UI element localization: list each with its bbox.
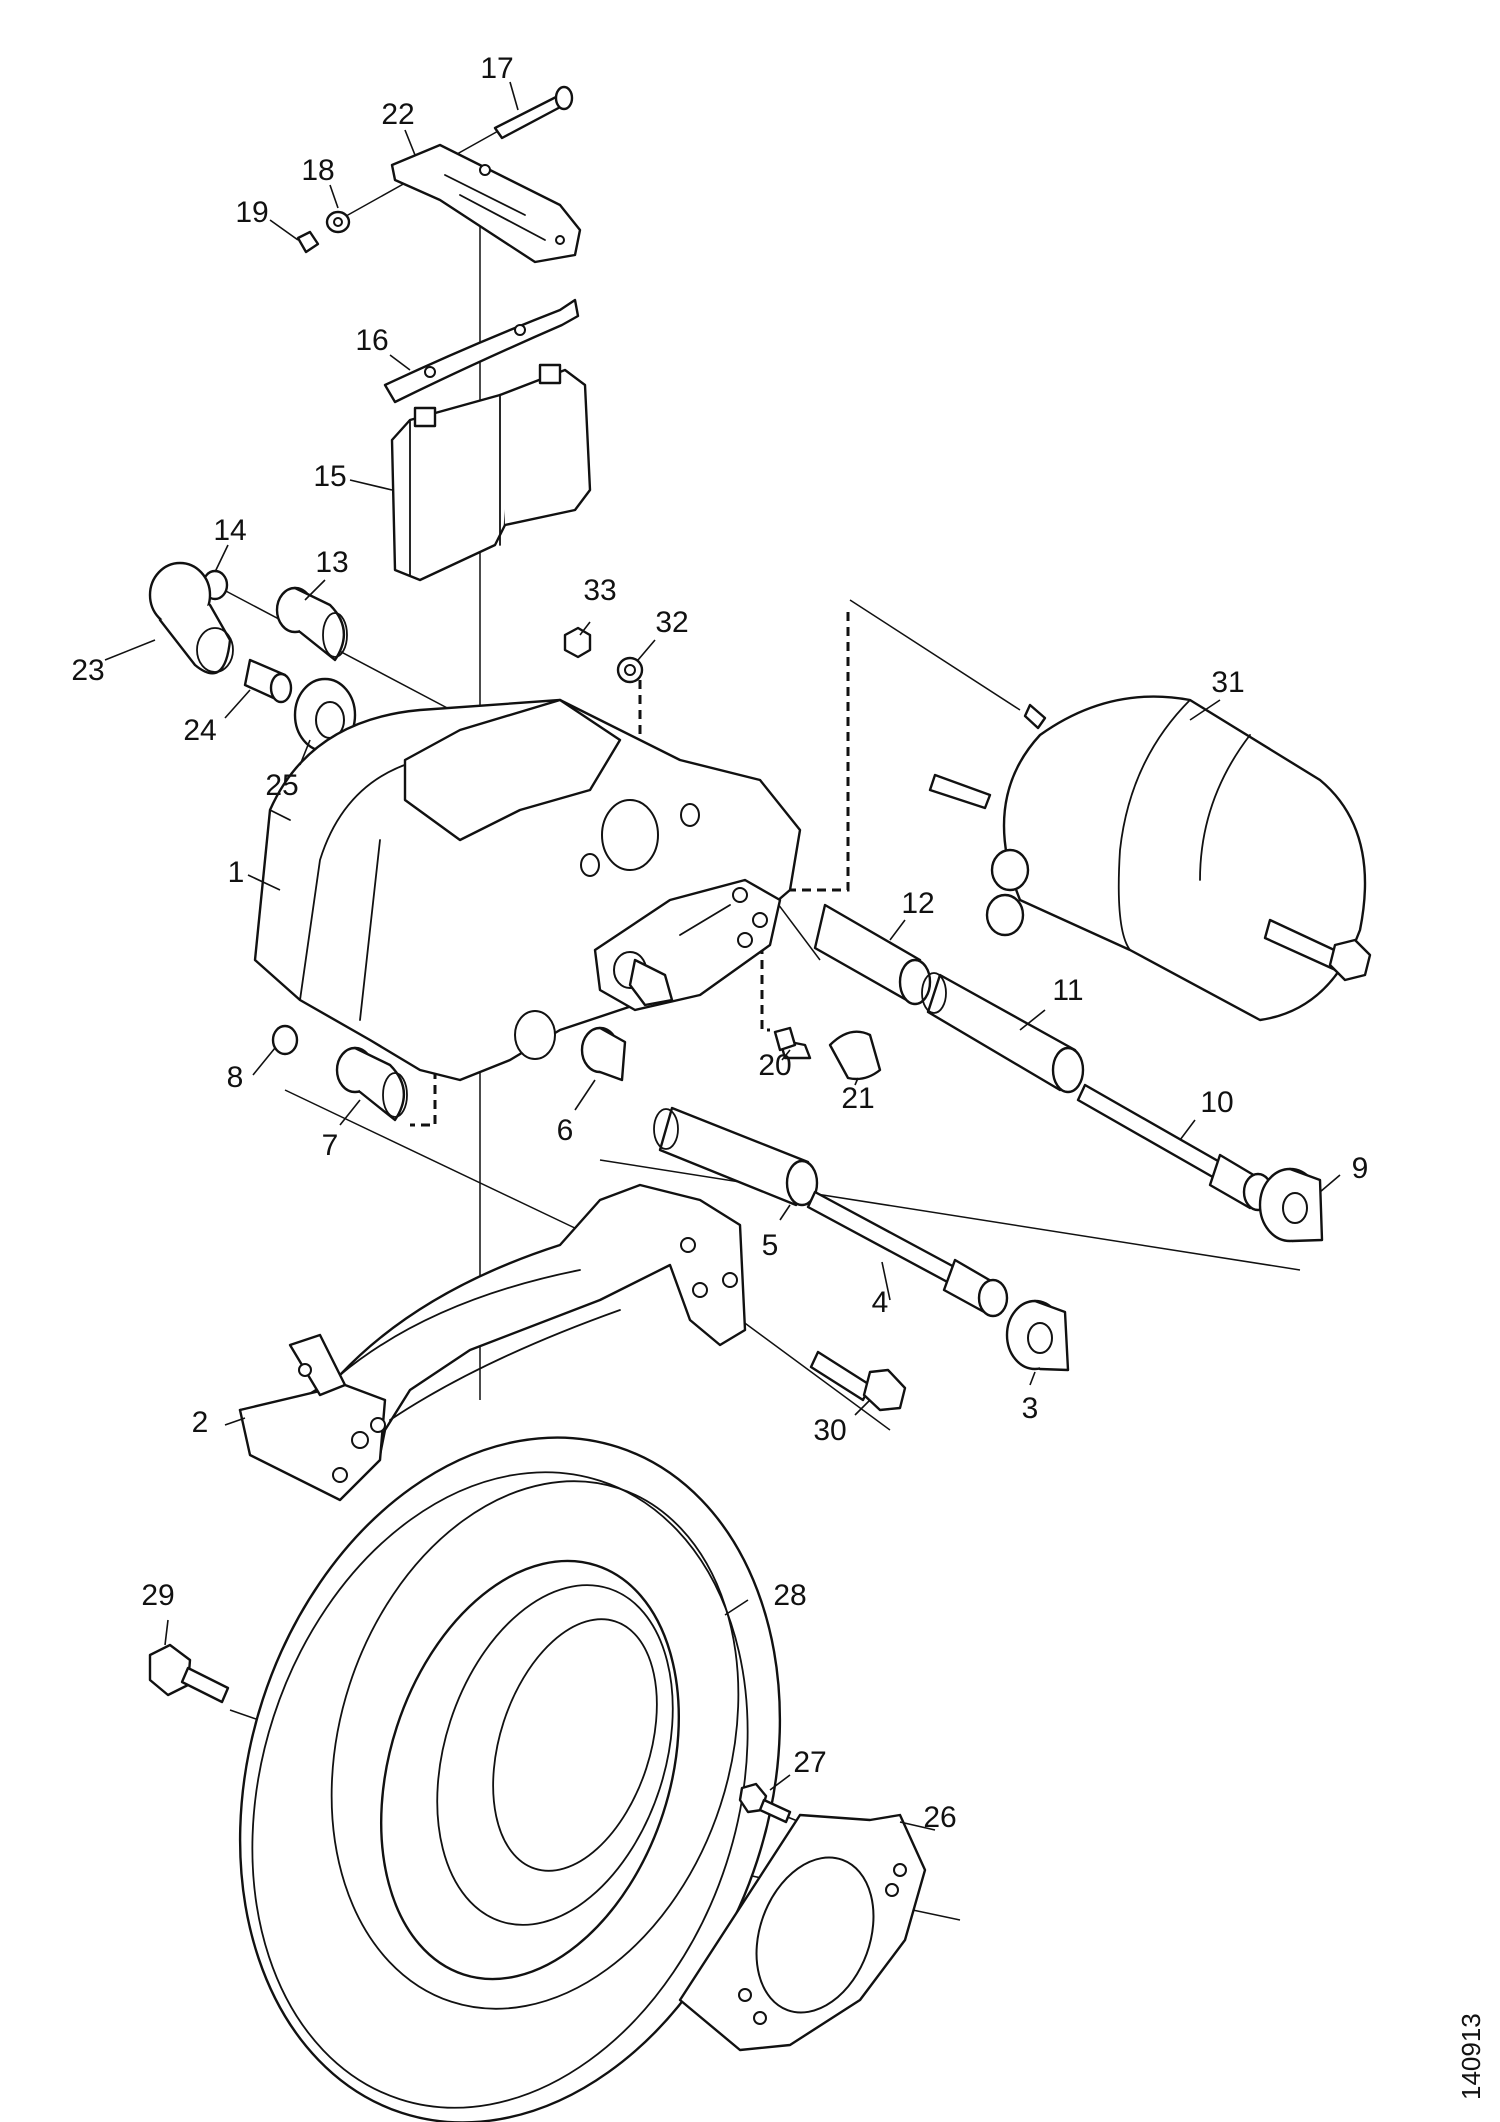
part-2-caliper-carrier bbox=[238, 1183, 747, 1502]
callout-20: 20 bbox=[758, 1049, 791, 1082]
part-3-bushing bbox=[1005, 1299, 1070, 1372]
callout-21: 21 bbox=[841, 1082, 874, 1115]
callout-3: 3 bbox=[1022, 1392, 1039, 1425]
part-19-clip bbox=[296, 230, 320, 254]
part-16-pad-spring bbox=[383, 298, 580, 404]
callout-33: 33 bbox=[583, 574, 616, 607]
part-32-washer bbox=[616, 656, 644, 684]
part-28-brake-disc bbox=[238, 1436, 782, 2122]
callout-8: 8 bbox=[227, 1061, 244, 1094]
callout-2: 2 bbox=[192, 1406, 209, 1439]
part-24-sleeve bbox=[243, 658, 293, 704]
part-18-washer bbox=[325, 210, 351, 234]
part-22-retaining-bracket bbox=[390, 143, 582, 264]
callout-9: 9 bbox=[1352, 1152, 1369, 1185]
part-15-brake-pads bbox=[390, 363, 592, 582]
callout-1: 1 bbox=[228, 856, 245, 889]
callout-6: 6 bbox=[557, 1114, 574, 1147]
callout-28: 28 bbox=[773, 1579, 806, 1612]
dashed-guide-sensor bbox=[760, 900, 770, 1032]
axis-line-bolt-10 bbox=[599, 1159, 1301, 1271]
part-6-bushing bbox=[580, 1026, 627, 1082]
callout-31: 31 bbox=[1211, 666, 1244, 699]
part-13-bushing bbox=[275, 586, 348, 662]
callout-10: 10 bbox=[1200, 1086, 1233, 1119]
part-33-nut bbox=[563, 626, 592, 659]
callout-5: 5 bbox=[762, 1229, 779, 1262]
callout-18: 18 bbox=[301, 154, 334, 187]
part-27-screw bbox=[738, 1782, 792, 1824]
part-7-bushing bbox=[335, 1046, 408, 1122]
part-5-guide-tube bbox=[653, 1106, 819, 1207]
axis-line-lower-bushing bbox=[284, 1089, 601, 1241]
callout-22: 22 bbox=[381, 98, 414, 131]
part-11-guide-tube bbox=[921, 972, 1085, 1094]
callout-19: 19 bbox=[235, 196, 268, 229]
callout-labels: 17 22 18 19 16 15 14 13 23 24 25 1 33 32… bbox=[71, 52, 1368, 1834]
part-21-dust-cap bbox=[828, 1030, 882, 1081]
callout-14: 14 bbox=[213, 514, 246, 547]
callout-4: 4 bbox=[872, 1286, 889, 1319]
axis-line-chamber bbox=[849, 599, 1021, 711]
part-8-plug bbox=[271, 1024, 299, 1056]
callout-16: 16 bbox=[355, 324, 388, 357]
callout-12: 12 bbox=[901, 887, 934, 920]
part-26-sensor-flange bbox=[678, 1813, 927, 2052]
part-1-caliper-housing bbox=[253, 698, 802, 1082]
part-31-brake-chamber bbox=[928, 695, 1372, 1022]
callout-24: 24 bbox=[183, 714, 216, 747]
callout-27: 27 bbox=[793, 1746, 826, 1779]
callout-7: 7 bbox=[322, 1129, 339, 1162]
callout-25: 25 bbox=[265, 769, 298, 802]
callout-30: 30 bbox=[813, 1414, 846, 1447]
callout-32: 32 bbox=[655, 606, 688, 639]
callout-13: 13 bbox=[315, 546, 348, 579]
callout-11: 11 bbox=[1052, 974, 1083, 1007]
figure-reference-number: 140913 bbox=[1456, 2013, 1486, 2100]
callout-23: 23 bbox=[71, 654, 104, 687]
part-23-cap bbox=[148, 561, 234, 675]
callout-29: 29 bbox=[141, 1579, 174, 1612]
part-30-bolt bbox=[809, 1350, 907, 1412]
part-29-wheel-bolt bbox=[148, 1643, 230, 1704]
part-4-bolt bbox=[806, 1190, 1009, 1318]
callout-leaders bbox=[104, 81, 1341, 1831]
dashed-guide-chamber bbox=[775, 612, 850, 892]
callout-15: 15 bbox=[313, 460, 346, 493]
callout-26: 26 bbox=[923, 1801, 956, 1834]
part-10-bolt bbox=[1076, 1083, 1274, 1212]
part-17-retaining-pin bbox=[493, 85, 574, 140]
callout-17: 17 bbox=[480, 52, 513, 85]
part-9-bushing bbox=[1258, 1167, 1324, 1243]
